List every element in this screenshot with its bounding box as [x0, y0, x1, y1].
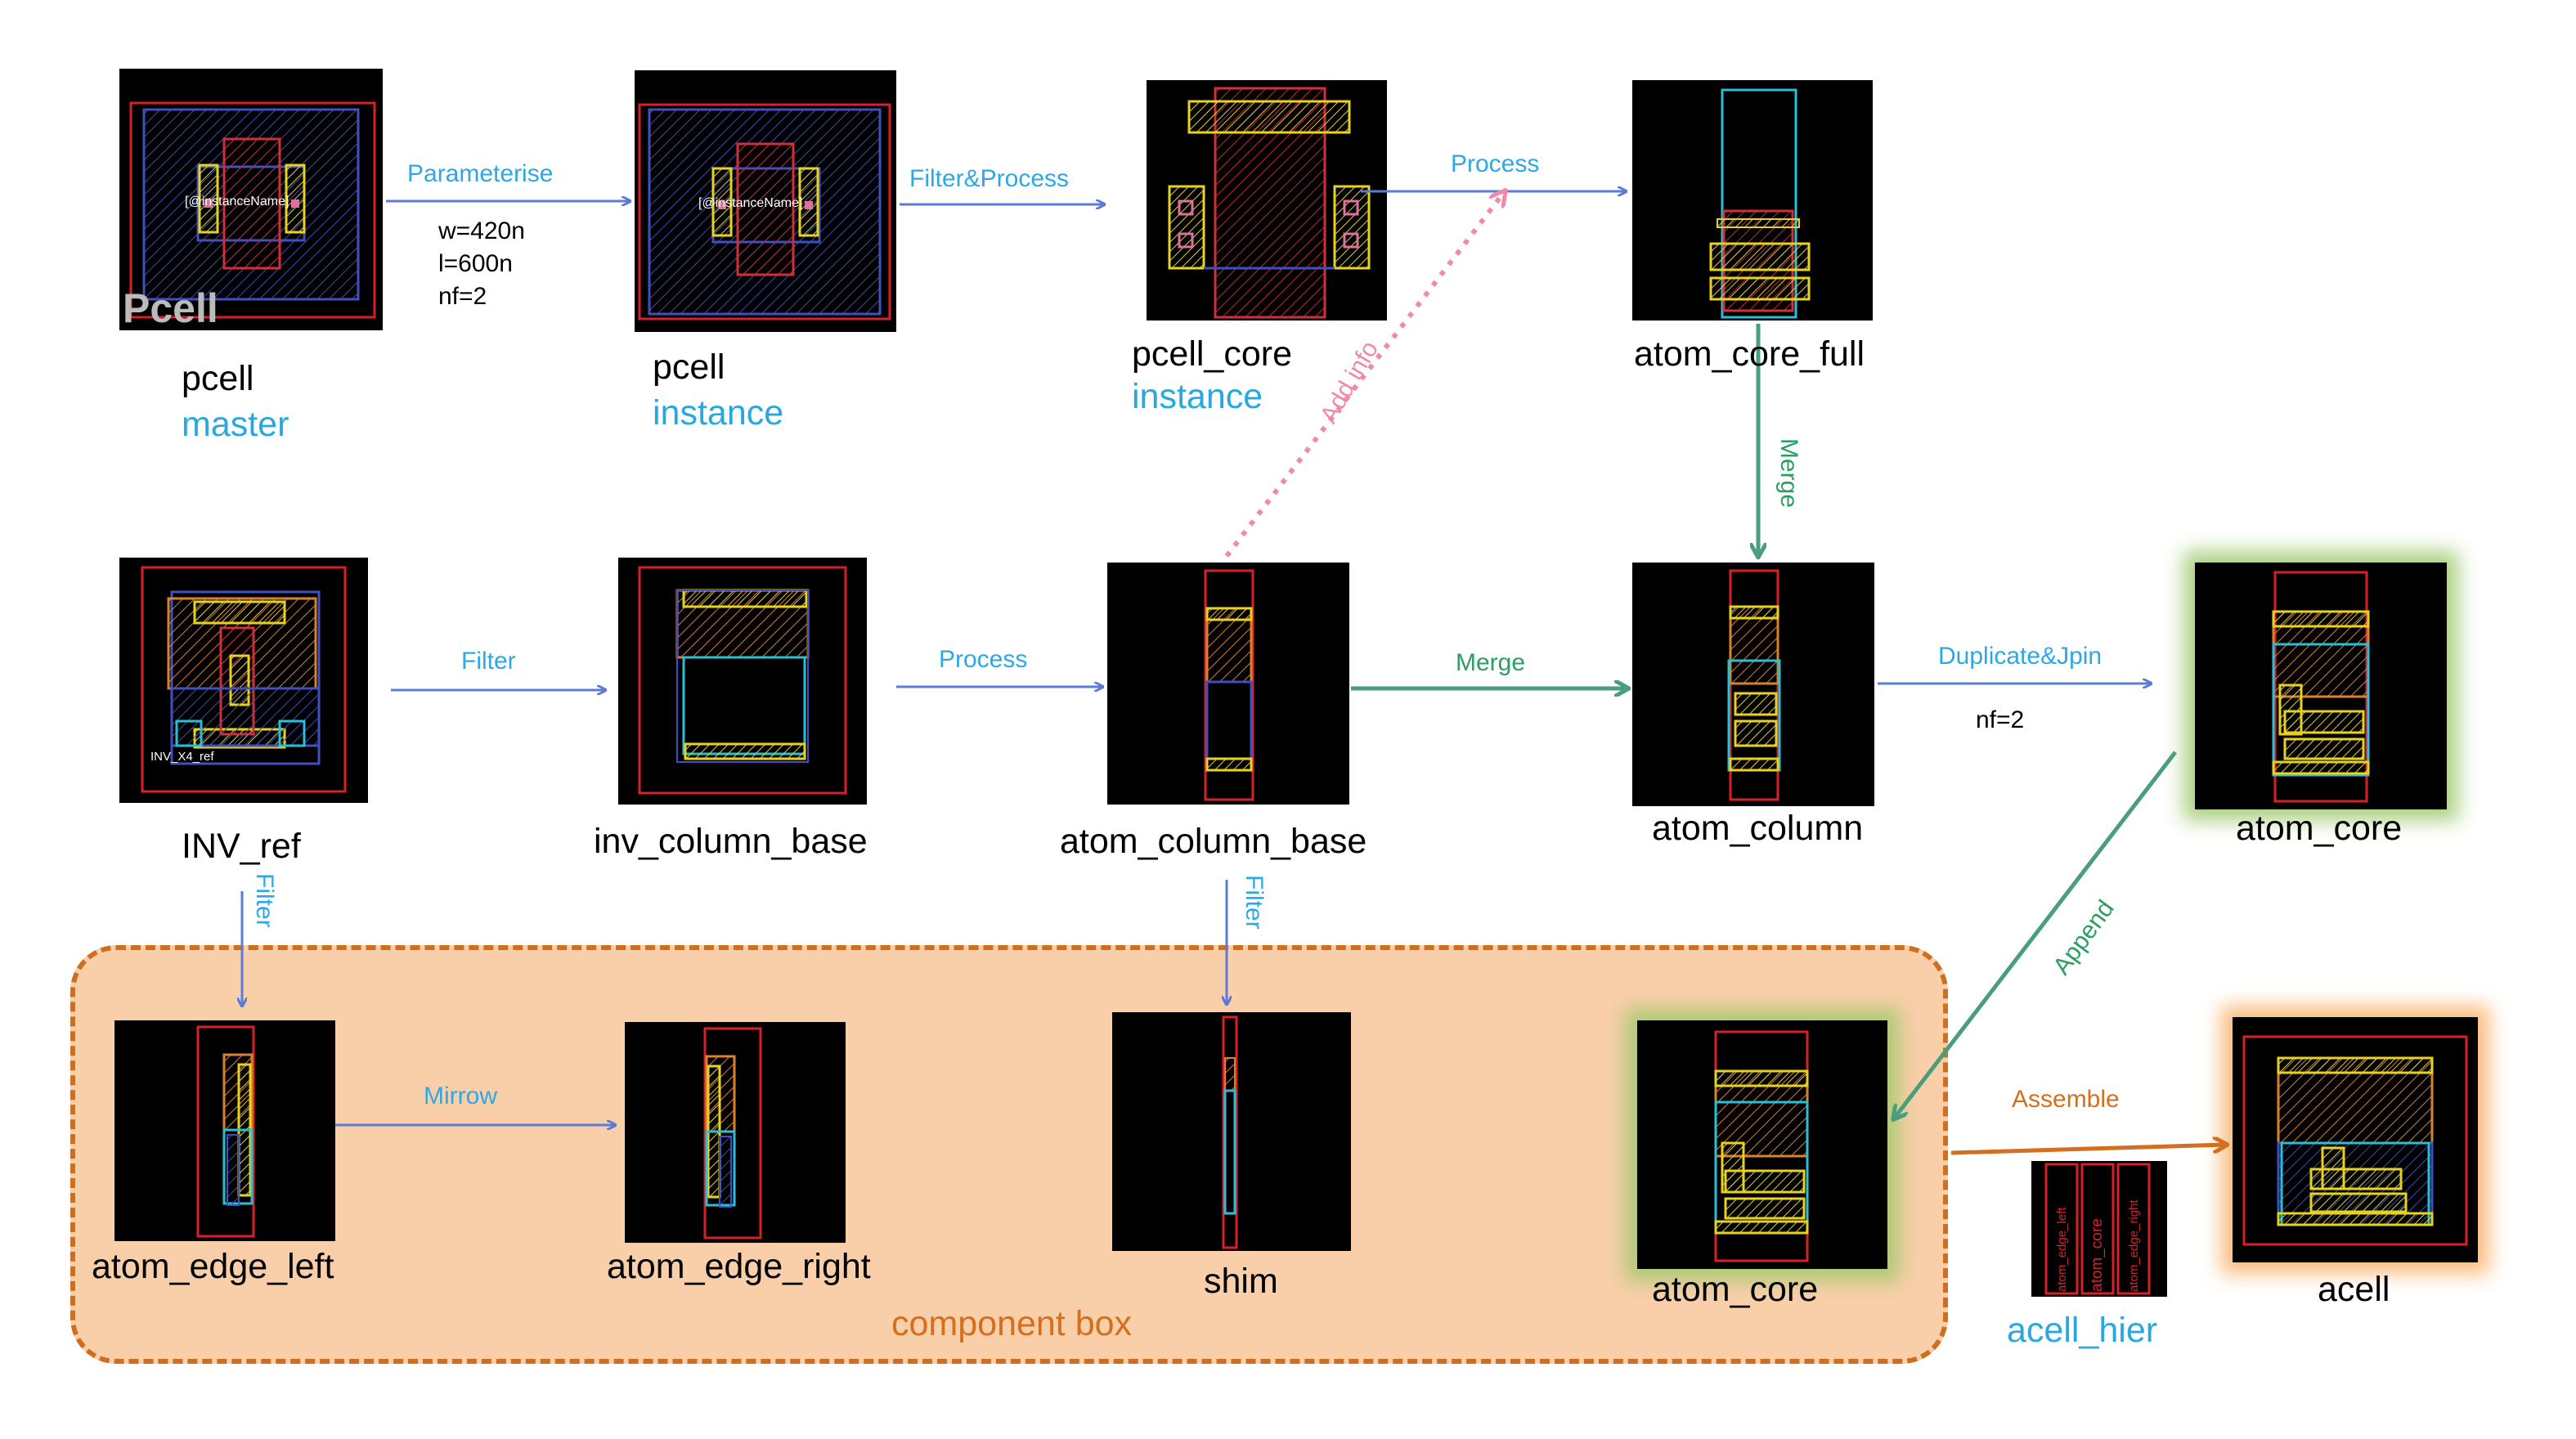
- component-box: [70, 945, 1948, 1364]
- acell-hier-thumbnail: atom_edge_left atom_core atom_edge_right: [2031, 1161, 2167, 1297]
- arrow-append: [1894, 751, 2177, 1118]
- edge-label-process-top: Process: [1451, 150, 1540, 177]
- atom-column-base-thumbnail: [1107, 563, 1349, 805]
- acell-hier-cell-label: atom_edge_left: [2055, 1207, 2069, 1292]
- pcell-master-sub: master: [182, 405, 289, 444]
- edge-label-process-mid: Process: [939, 646, 1028, 673]
- atom-edge-right-name: atom_edge_right: [607, 1247, 871, 1286]
- atom-edge-right-thumbnail: [625, 1022, 846, 1243]
- edge-label-duplicate-join: Duplicate&Jpin: [1938, 643, 2103, 670]
- acell-hier-name: acell_hier: [2007, 1311, 2158, 1350]
- acell-thumbnail: [2233, 1017, 2478, 1262]
- atom-core-full-thumbnail: [1632, 80, 1873, 321]
- param-w: w=420n: [438, 217, 525, 244]
- edge-label-merge-vertical: Merge: [1775, 438, 1802, 509]
- acell-name: acell: [2318, 1270, 2390, 1309]
- pcell-instance-name: pcell: [653, 347, 725, 387]
- inv-ref-name: INV_ref: [182, 827, 301, 866]
- edge-label-mirrow: Mirrow: [424, 1083, 497, 1110]
- acell-hier-cell-label: atom_core: [2089, 1218, 2106, 1292]
- atom-core-full-name: atom_core_full: [1634, 334, 1865, 374]
- atom-core-top-thumbnail: [2195, 563, 2447, 809]
- atom-edge-left-name: atom_edge_left: [92, 1247, 334, 1286]
- shim-name: shim: [1204, 1262, 1278, 1301]
- atom-core-box-thumbnail: [1637, 1020, 1887, 1269]
- arrow-assemble: [1950, 1145, 2226, 1155]
- edge-label-filter-mid: Filter: [461, 648, 516, 675]
- atom-column-base-name: atom_column_base: [1060, 822, 1367, 861]
- pcell-master-thumbnail: [@instanceName] Pcell: [119, 69, 383, 330]
- param-nf: nf=2: [438, 283, 487, 310]
- param-l: l=600n: [438, 250, 513, 277]
- edge-label-parameterise: Parameterise: [407, 160, 554, 187]
- arrow-add-info: [1224, 191, 1505, 558]
- edge-label-filter-process: Filter&Process: [909, 165, 1070, 192]
- edge-label-assemble: Assemble: [2012, 1086, 2120, 1113]
- atom-column-name: atom_column: [1652, 809, 1864, 848]
- inv-ref-tag: INV_X4_ref: [150, 750, 214, 764]
- pcell-master-name: pcell: [182, 359, 254, 398]
- pcell-instance-sub: instance: [653, 393, 784, 433]
- pcell-core-sub: instance: [1132, 377, 1263, 416]
- shim-thumbnail: [1112, 1012, 1351, 1251]
- edge-label-merge-mid: Merge: [1456, 649, 1526, 676]
- inv-column-base-name: inv_column_base: [594, 822, 868, 861]
- edge-label-filter-center: Filter: [1241, 875, 1268, 930]
- atom-core-top-name: atom_core: [2236, 809, 2403, 848]
- edge-label-filter-left: Filter: [251, 873, 278, 928]
- atom-edge-left-thumbnail: [114, 1020, 335, 1241]
- pcell-instance-thumbnail: [@instanceName]: [635, 70, 896, 332]
- instance-tag: [@instanceName]: [185, 195, 289, 208]
- pcell-core-name: pcell_core: [1132, 334, 1292, 374]
- atom-core-box-name: atom_core: [1652, 1270, 1819, 1309]
- pcell-watermark: Pcell: [123, 285, 218, 330]
- pcell-core-thumbnail: [1147, 80, 1387, 321]
- instance-tag: [@instanceName]: [698, 196, 803, 210]
- inv-column-base-thumbnail: [618, 558, 867, 805]
- edge-label-nf: nf=2: [1976, 706, 2025, 733]
- atom-column-thumbnail: [1632, 563, 1874, 806]
- component-box-label: component box: [891, 1304, 1133, 1343]
- inv-ref-thumbnail: INV_X4_ref: [119, 558, 368, 803]
- acell-hier-cell-label: atom_edge_right: [2127, 1199, 2141, 1292]
